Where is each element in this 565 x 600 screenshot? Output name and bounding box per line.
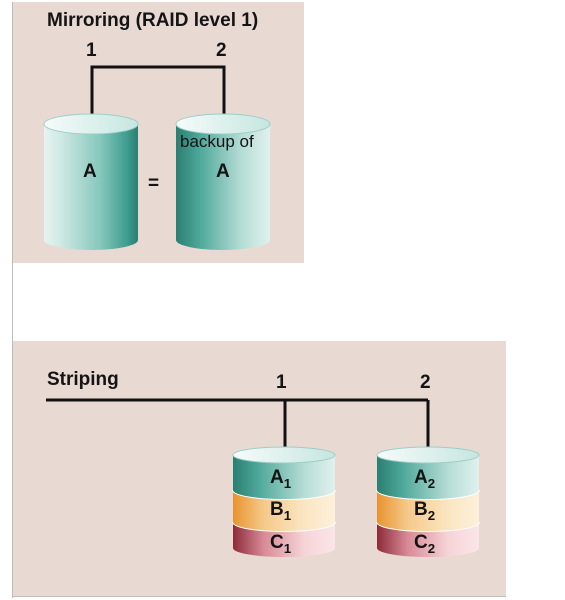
backup-label-line1: backup of — [180, 132, 254, 151]
mirror-port-2: 2 — [216, 40, 227, 61]
mirror-disk-backup — [175, 113, 271, 250]
stripe-disk-1 — [232, 446, 336, 557]
mirror-port-1: 1 — [86, 40, 97, 61]
stripe-a1-label: A1 — [270, 467, 292, 491]
frame-edge-left — [12, 2, 13, 598]
frame-edge-bottom — [12, 596, 506, 597]
stripe-port-1: 1 — [276, 372, 287, 393]
mirroring-title: Mirroring (RAID level 1) — [47, 10, 259, 31]
backup-label-line2: A — [216, 161, 230, 182]
equals-sign: = — [148, 173, 160, 194]
stripe-disk-2 — [376, 446, 480, 557]
stripe-c2-label: C2 — [414, 532, 436, 556]
stripe-a2-label: A2 — [414, 467, 436, 491]
mirror-connector-line — [90, 65, 226, 122]
mirror-disk-a-label: A — [83, 161, 97, 182]
stripe-b1-label: B1 — [270, 499, 292, 523]
stripe-connector-line — [46, 398, 430, 452]
striping-title: Striping — [47, 369, 119, 390]
stripe-port-2: 2 — [420, 372, 431, 393]
stripe-c1-label: C1 — [270, 532, 292, 556]
mirror-disk-a — [43, 113, 139, 250]
stripe-b2-label: B2 — [414, 499, 436, 523]
